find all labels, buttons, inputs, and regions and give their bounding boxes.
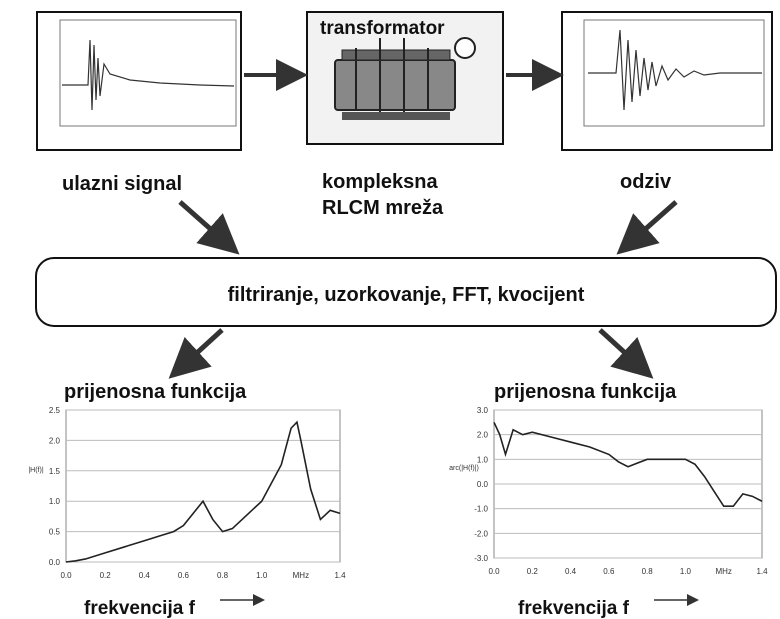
phase-ytick-label: 1.0 — [477, 455, 489, 464]
phase-ylabel: arc(|H(f)|) — [449, 465, 479, 472]
amplitude-ytick-label: 1.5 — [49, 467, 61, 476]
amplitude-ytick-label: 0.5 — [49, 528, 61, 537]
process-label: filtriranje, uzorkovanje, FFT, kvocijent — [228, 284, 585, 306]
phase-ytick-label: -3.0 — [474, 554, 488, 563]
phase-xtick-label: 0.8 — [642, 567, 654, 576]
amplitude-ytick-label: 0.0 — [49, 558, 61, 567]
phase-xtick-label: 0.2 — [527, 567, 539, 576]
amplitude-xtick-label: 0.6 — [178, 571, 190, 580]
transformer-box: transformator — [306, 11, 504, 145]
amplitude-chart-title: prijenosna funkcija — [64, 381, 247, 403]
amplitude-plot-area — [65, 409, 341, 563]
phase-ytick-label: -1.0 — [474, 505, 488, 514]
process-box — [35, 257, 777, 327]
response-label: odziv — [620, 171, 672, 193]
phase-ytick-label: 2.0 — [477, 431, 489, 440]
input-signal-label: ulazni signal — [62, 173, 182, 195]
amplitude-xtick-label: 0.8 — [217, 571, 229, 580]
amplitude-xtick-label: 1.4 — [334, 571, 346, 580]
input-signal-thumbnail — [36, 11, 242, 151]
amplitude-xtick-label: MHz — [293, 571, 309, 580]
amplitude-xlabel: frekvencija f — [84, 598, 196, 619]
amplitude-xtick-label: 1.0 — [256, 571, 268, 580]
response-signal-thumbnail — [561, 11, 773, 151]
amplitude-ytick-label: 2.5 — [49, 406, 61, 415]
phase-xtick-label: 0.0 — [488, 567, 500, 576]
phase-chart-title: prijenosna funkcija — [494, 381, 677, 403]
amplitude-series-line — [65, 420, 341, 563]
transformer-label: transformator — [320, 18, 445, 39]
amplitude-xtick-label: 0.4 — [139, 571, 151, 580]
phase-xtick-label: 0.6 — [603, 567, 615, 576]
arrow-input-to-process — [178, 200, 240, 255]
phase-ytick-label: 0.0 — [477, 480, 489, 489]
amplitude-ytick-label: 2.0 — [49, 436, 61, 445]
amplitude-ylabel: |H(f)| — [28, 467, 43, 474]
network-label-line1: kompleksna — [322, 171, 438, 193]
arrow-response-to-process — [616, 200, 678, 255]
amplitude-xtick-label: 0.2 — [100, 571, 112, 580]
phase-xlabel: frekvencija f — [518, 598, 630, 619]
phase-xtick-label: 1.0 — [680, 567, 692, 576]
arrow-process-to-phase — [598, 328, 654, 379]
phase-xtick-label: MHz — [715, 567, 731, 576]
phase-ytick-label: 3.0 — [477, 406, 489, 415]
amplitude-xtick-label: 0.0 — [60, 571, 72, 580]
arrow-process-to-amplitude — [168, 328, 224, 379]
phase-ytick-label: -2.0 — [474, 529, 488, 538]
phase-series-line — [493, 421, 763, 508]
phase-xtick-label: 0.4 — [565, 567, 577, 576]
amplitude-ytick-label: 1.0 — [49, 497, 61, 506]
phase-xtick-label: 1.4 — [756, 567, 768, 576]
network-label-line2: RLCM mreža — [322, 197, 444, 219]
